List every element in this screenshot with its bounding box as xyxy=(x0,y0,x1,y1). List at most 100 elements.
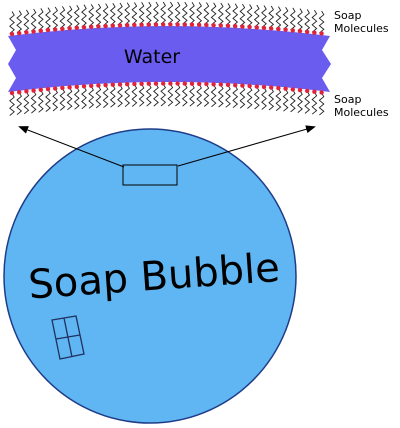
molecule-tail xyxy=(52,88,59,112)
molecule-head xyxy=(225,23,231,28)
molecule-tail xyxy=(109,84,116,108)
molecule-head xyxy=(269,85,274,90)
upper-soap-label: Soap xyxy=(334,9,361,22)
molecule-tail xyxy=(232,3,239,27)
molecule-head xyxy=(31,88,36,93)
molecule-tail xyxy=(210,84,217,108)
molecule-head xyxy=(132,81,137,87)
molecule-tail xyxy=(203,84,210,107)
molecule-head xyxy=(211,23,216,28)
molecule-tail xyxy=(37,90,44,113)
molecule-tail xyxy=(246,4,253,27)
molecule-tail xyxy=(289,89,296,113)
molecule-tail xyxy=(304,91,311,114)
molecule-tail xyxy=(261,5,267,28)
molecule-head xyxy=(197,22,202,28)
molecule-tail xyxy=(275,6,282,29)
molecule-head xyxy=(175,22,180,27)
molecule-head xyxy=(218,82,223,87)
right-zoom-arrow xyxy=(177,125,316,167)
molecule-tail xyxy=(196,84,203,107)
molecule-head xyxy=(74,84,80,90)
molecule-head xyxy=(225,82,231,88)
molecule-head xyxy=(53,27,58,32)
molecule-tail xyxy=(189,83,195,107)
molecule-head xyxy=(182,22,187,27)
water-label: Water xyxy=(124,46,180,68)
molecule-head xyxy=(161,81,166,86)
molecule-tail xyxy=(88,4,95,27)
molecule-head xyxy=(17,90,22,95)
molecule-head xyxy=(45,86,51,92)
molecule-tail xyxy=(131,2,138,25)
molecule-tail xyxy=(52,6,59,30)
molecule-tail xyxy=(275,88,282,111)
molecule-head xyxy=(269,26,274,31)
molecule-tail xyxy=(282,89,289,112)
molecule-tail xyxy=(102,3,109,26)
molecule-head xyxy=(197,81,202,87)
molecule-head xyxy=(67,85,72,90)
molecule-head xyxy=(161,22,166,27)
molecule-tail xyxy=(153,83,159,107)
molecule-head xyxy=(297,87,303,93)
molecule-tail xyxy=(153,1,159,25)
molecule-tail xyxy=(225,3,231,26)
molecule-tail xyxy=(167,1,174,25)
molecule-tail xyxy=(16,92,23,116)
molecule-head xyxy=(9,90,15,96)
molecule-tail xyxy=(23,9,30,33)
molecule-tail xyxy=(23,91,30,115)
molecule-tail xyxy=(246,86,253,109)
water-layer xyxy=(8,26,331,92)
molecule-tail xyxy=(181,1,188,25)
molecule-head xyxy=(204,22,209,28)
molecule-tail xyxy=(117,2,123,26)
molecule-tail xyxy=(59,88,66,111)
molecule-tail xyxy=(304,9,311,32)
molecule-tail xyxy=(282,7,289,30)
molecule-head xyxy=(204,81,209,87)
molecule-tail xyxy=(124,2,131,26)
molecule-head xyxy=(110,82,116,87)
molecule-head xyxy=(168,81,173,86)
molecule-tail xyxy=(225,85,231,108)
lower-molecules-label: Molecules xyxy=(334,106,389,119)
soap-bubble xyxy=(3,128,297,424)
molecule-head xyxy=(9,31,15,37)
molecule-tail xyxy=(59,6,66,29)
molecule-head xyxy=(146,81,151,86)
molecule-tail xyxy=(73,87,80,110)
molecule-head xyxy=(74,25,80,30)
molecule-tail xyxy=(109,2,116,26)
molecule-head xyxy=(117,23,123,28)
molecule-head xyxy=(45,27,51,33)
molecule-head xyxy=(38,87,43,93)
molecule-head xyxy=(139,22,144,27)
molecule-head xyxy=(153,81,159,86)
molecule-head xyxy=(24,30,29,35)
molecule-tail xyxy=(261,87,267,110)
molecule-head xyxy=(139,81,144,87)
molecule-head xyxy=(53,86,58,91)
molecule-head xyxy=(17,31,22,36)
molecule-head xyxy=(81,84,87,89)
molecule-tail xyxy=(167,83,174,107)
molecule-head xyxy=(240,83,245,88)
molecule-tail xyxy=(239,85,246,109)
molecule-tail xyxy=(81,4,87,28)
molecule-head xyxy=(67,26,72,31)
molecule-head xyxy=(312,30,317,35)
molecule-tail xyxy=(268,87,275,111)
molecule-tail xyxy=(311,91,318,115)
lower-soap-label: Soap xyxy=(334,93,361,106)
magnified-region-box xyxy=(122,164,178,186)
molecule-head xyxy=(276,85,281,91)
molecule-head xyxy=(89,24,94,29)
molecule-head xyxy=(247,83,252,89)
molecule-tail xyxy=(145,83,152,107)
molecule-tail xyxy=(37,8,44,31)
molecule-head xyxy=(297,28,303,34)
molecule-head xyxy=(89,83,94,89)
molecule-tail xyxy=(9,93,15,116)
